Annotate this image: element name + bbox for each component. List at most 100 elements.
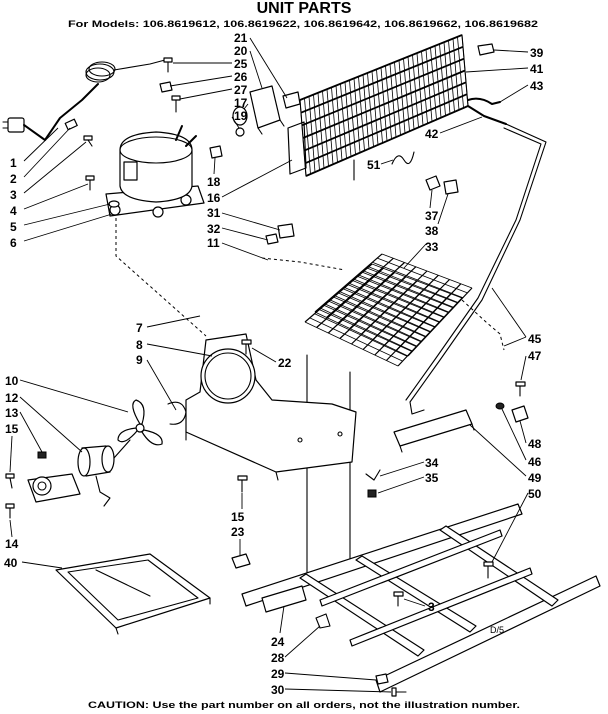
evaporator-fin (377, 257, 468, 294)
callout-47: 47 (528, 349, 542, 363)
leader-32 (221, 227, 269, 241)
condenser-tube-row (301, 57, 465, 127)
screw-30 (391, 687, 407, 697)
bracket (393, 409, 473, 447)
callout-13: 13 (5, 406, 19, 420)
frame-cross-member (439, 525, 559, 607)
drain-pan-40 (55, 553, 211, 635)
leader-17 (243, 103, 249, 110)
frame-brace (319, 529, 503, 607)
evaporator-fin (381, 253, 473, 289)
screw-22 (241, 339, 252, 355)
condenser-tube-row (303, 81, 467, 152)
leader-31 (221, 212, 281, 231)
condenser-tube-row (305, 105, 469, 177)
callout-27: 27 (234, 83, 248, 97)
callout-12: 12 (5, 391, 19, 405)
caution-note: CAUTION: Use the part number on all orde… (88, 700, 520, 711)
clip (477, 43, 495, 56)
leader-10 (19, 379, 129, 413)
clip (209, 145, 223, 159)
fan-blade (141, 429, 163, 446)
leader-3-lower (403, 598, 426, 607)
leader-39 (493, 49, 529, 53)
clip (365, 469, 381, 481)
callout-29: 29 (271, 667, 285, 681)
evaporator-fin (343, 288, 435, 328)
bracket-ring (37, 481, 47, 491)
leader-lines (9, 37, 529, 693)
callout-28: 28 (271, 651, 285, 665)
suction-tube-45 (409, 123, 547, 415)
evaporator-fin (347, 284, 440, 323)
overload-body (232, 106, 248, 126)
leader-26 (169, 75, 233, 87)
screw-head (393, 591, 404, 597)
relay-edge (257, 127, 263, 135)
pan-divider (95, 569, 151, 597)
callout-5: 5 (10, 220, 17, 234)
compressor (105, 125, 205, 218)
screw-head (483, 561, 494, 567)
fan-blade (117, 427, 138, 443)
leader-29 (284, 672, 377, 681)
screw-head (171, 95, 181, 101)
callout-50: 50 (528, 487, 542, 501)
clip-31 (277, 223, 295, 239)
callout-48: 48 (528, 437, 542, 451)
bracket (265, 233, 279, 245)
tube-47 (461, 299, 505, 351)
screw-50 (483, 561, 494, 579)
fan-motor-12 (77, 439, 131, 507)
clip (511, 405, 529, 423)
leader-15-left (9, 435, 13, 473)
leader-3 (23, 141, 87, 194)
screw-head (391, 687, 397, 697)
leader-12 (19, 396, 83, 453)
screw-3-lower (393, 591, 404, 607)
nut (108, 200, 120, 208)
mounting-nut-5 (108, 200, 120, 208)
leader-5 (23, 203, 111, 226)
callout-24: 24 (271, 635, 285, 649)
condenser-tube-row (300, 45, 464, 114)
screw-head (241, 339, 252, 345)
leader-28 (284, 625, 321, 658)
leader-4 (23, 183, 89, 210)
evaporator-fin (357, 276, 449, 313)
tube-42 (467, 105, 507, 125)
evaporator-fin (304, 321, 399, 367)
callout-31: 31 (207, 206, 221, 220)
screw-head (237, 475, 248, 481)
leader-21 (249, 37, 288, 99)
leader-9 (146, 359, 177, 411)
callout-1: 1 (10, 156, 17, 170)
shroud-flange (275, 471, 279, 481)
condenser-coil (287, 34, 469, 177)
fan-guard-9 (167, 401, 187, 425)
callout-2: 2 (10, 172, 17, 186)
clip (235, 127, 245, 137)
callout-38: 38 (425, 224, 439, 238)
power-plug (7, 117, 25, 133)
callout-26: 26 (234, 70, 248, 84)
leader-24 (279, 605, 285, 634)
evaporator-fin (323, 305, 417, 347)
compressor-grommet (152, 206, 164, 218)
condenser-tubes (299, 34, 469, 177)
grommet (495, 402, 505, 410)
bracket-edge (399, 445, 403, 453)
pan-rim (55, 553, 211, 629)
discharge-tube-43 (467, 97, 501, 105)
bracket (282, 91, 301, 109)
callout-3-lower: 3 (428, 600, 435, 614)
pan-edge (115, 627, 119, 635)
shroud-opening (200, 348, 256, 404)
leader-35 (377, 476, 425, 494)
screw-shank (9, 477, 13, 489)
callout-7: 7 (136, 321, 143, 335)
cord-coil (85, 67, 111, 83)
evaporator-fin (309, 317, 403, 362)
screw-14 (5, 503, 15, 519)
grommet-46 (495, 402, 505, 410)
